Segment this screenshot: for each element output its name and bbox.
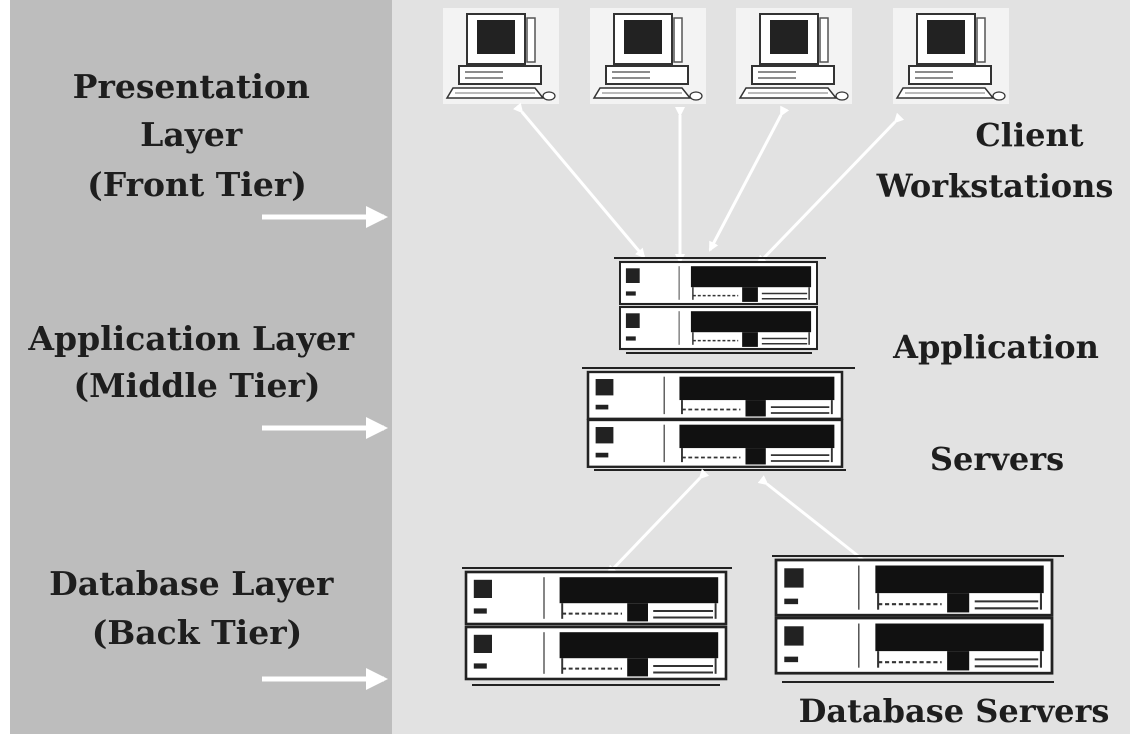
client-workstations-line-1: Client: [975, 116, 1083, 154]
client-workstations-label: Client Workstations: [876, 116, 1114, 205]
client-workstations-line-2: Workstations: [876, 167, 1114, 205]
desktop-computer-icon: [442, 7, 560, 105]
presentation-layer-line-1: Presentation: [73, 67, 310, 106]
servers-label: Servers: [930, 440, 1064, 478]
rack-server-icon: [614, 257, 826, 354]
database-layer-line-1: Database Layer: [49, 564, 334, 603]
rack-server-icon: [582, 367, 855, 471]
database-layer-label: Database Layer (Back Tier): [49, 564, 345, 652]
application-layer-line-1: Application Layer: [27, 319, 354, 358]
presentation-layer-label: Presentation Layer (Front Tier): [73, 67, 322, 204]
layer-label-band: [10, 0, 392, 734]
database-servers-label: Database Servers: [799, 692, 1110, 730]
connection-arrow: [513, 102, 646, 259]
desktop-computer-icon: [589, 7, 707, 105]
application-layer-line-2: (Middle Tier): [74, 366, 321, 405]
application-layer-label: Application Layer (Middle Tier): [27, 319, 365, 405]
rack-server-icon: [772, 555, 1064, 683]
database-layer-line-2: (Back Tier): [92, 613, 302, 652]
rack-server-icon: [462, 567, 732, 686]
client-app-connections: [513, 102, 905, 266]
database-servers-group: [462, 555, 1064, 686]
connection-arrow: [606, 468, 710, 576]
desktop-computer-icon: [892, 7, 1010, 105]
presentation-layer-line-2: Layer: [140, 115, 243, 154]
connection-arrow: [756, 112, 905, 266]
desktop-computer-icon: [735, 7, 853, 105]
application-servers-label: Application: [892, 328, 1099, 366]
presentation-layer-line-3: (Front Tier): [87, 165, 307, 204]
